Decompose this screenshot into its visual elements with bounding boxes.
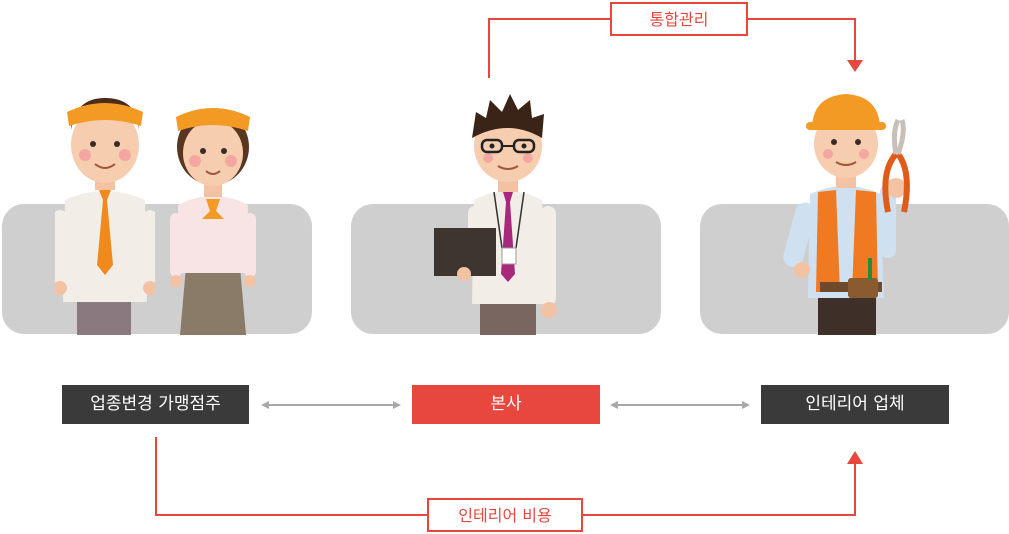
interior-worker-illustration <box>783 94 910 335</box>
bi-arrow-left <box>261 401 401 409</box>
interior-company-box: 인테리어 업체 <box>761 385 949 424</box>
integrated-management-arrowhead <box>847 60 863 72</box>
interior-cost-tag: 인테리어 비용 <box>427 498 583 532</box>
bi-arrow-right <box>610 401 750 409</box>
franchisee-woman-illustration <box>170 108 256 335</box>
franchisee-man-illustration <box>55 98 155 335</box>
headquarters-staff-illustration <box>434 94 557 335</box>
franchisee-panel <box>2 204 312 334</box>
integrated-management-tag: 통합관리 <box>610 2 748 36</box>
interior-cost-arrowhead <box>847 451 863 464</box>
franchisee-box: 업종변경 가맹점주 <box>62 385 249 424</box>
headquarters-box: 본사 <box>412 385 600 424</box>
